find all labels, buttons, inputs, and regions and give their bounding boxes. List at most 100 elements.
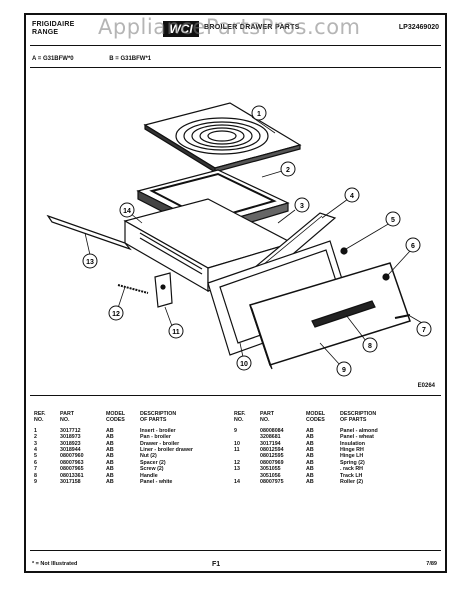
header-rule — [30, 45, 441, 46]
cell-code: AB — [106, 453, 114, 460]
cell-code: AB — [306, 453, 314, 460]
callout-4: 4 — [344, 187, 360, 203]
svg-text:1: 1 — [257, 111, 261, 118]
cell-code: AB — [306, 427, 314, 434]
watermark: AppliancePartsPros.com — [98, 15, 361, 39]
footer-rule — [30, 550, 441, 551]
table-rule — [30, 395, 441, 396]
cell-code: AB — [106, 447, 114, 454]
variant-a: A = G31BFW*0 — [32, 56, 74, 62]
cell-ref: 5 — [34, 453, 37, 460]
callout-1: 1 — [251, 105, 267, 121]
svg-text:7: 7 — [422, 327, 426, 334]
callout-9: 9 — [336, 361, 352, 377]
callout-13: 13 — [82, 253, 98, 269]
cell-part: 08007975 — [260, 479, 284, 486]
cell-code: AB — [106, 466, 114, 473]
cell-desc: Handle — [140, 472, 158, 479]
cell-desc: Screw (2) — [140, 466, 164, 473]
cell-part: 3017158 — [60, 479, 81, 486]
cell-code: AB — [106, 434, 114, 441]
cell-desc: Nut (2) — [140, 453, 157, 460]
cell-part: 3018923 — [60, 440, 81, 447]
rack-rail — [46, 214, 132, 251]
cell-ref: 12 — [234, 459, 240, 466]
cell-ref: 11 — [234, 447, 240, 454]
callout-8: 8 — [362, 337, 378, 353]
cell-ref: 10 — [234, 440, 240, 447]
cell-desc: Spring (2) — [340, 459, 365, 466]
cell-code: AB — [106, 427, 114, 434]
cell-desc: Hinge RH — [340, 447, 364, 454]
svg-text:2: 2 — [286, 167, 290, 174]
cell-code: AB — [306, 479, 314, 486]
callout-3: 3 — [294, 197, 310, 213]
diagram-svg: 1 2 3 4 5 6 7 8 9 10 11 12 13 14 — [46, 102, 432, 377]
cell-desc: Panel - wheat — [340, 434, 374, 441]
cell-ref: 6 — [34, 459, 37, 466]
svg-text:4: 4 — [350, 193, 354, 200]
cell-ref: 2 — [34, 434, 37, 441]
cell-desc: Panel - white — [140, 479, 173, 486]
model-variants: A = G31BFW*0 B = G31BFW*1 — [32, 56, 185, 62]
callout-14: 14 — [119, 202, 135, 218]
svg-text:14: 14 — [123, 208, 131, 215]
table-row: 8 08013361 AB Handle — [32, 473, 195, 479]
cell-part: 08008084 — [260, 427, 284, 434]
cell-code: AB — [106, 459, 114, 466]
svg-text:12: 12 — [112, 311, 120, 318]
broiler-insert — [143, 102, 302, 169]
svg-text:8: 8 — [368, 343, 372, 350]
cell-part: 3208681 — [260, 434, 281, 441]
svg-text:10: 10 — [240, 361, 248, 368]
cell-code: AB — [106, 472, 114, 479]
nut — [382, 273, 390, 281]
cell-part: 08007963 — [60, 459, 84, 466]
variant-b: B = G31BFW*1 — [109, 56, 152, 62]
wci-logo: WCI — [163, 21, 199, 37]
cell-code: AB — [306, 434, 314, 441]
cell-part: 08012595 — [260, 453, 284, 460]
variants-rule — [30, 67, 441, 68]
cell-code: AB — [106, 440, 114, 447]
callout-12: 12 — [108, 305, 124, 321]
svg-text:11: 11 — [172, 329, 180, 336]
brand-name: FRIGIDAIRE — [32, 21, 75, 28]
cell-desc: Insert - broiler — [140, 427, 176, 434]
footnote: * = Not Illustrated — [32, 561, 78, 567]
exploded-diagram: 1 2 3 4 5 6 7 8 9 10 11 12 13 14 — [30, 73, 443, 381]
spring — [117, 284, 149, 294]
svg-text:6: 6 — [411, 243, 415, 250]
callout-10: 10 — [236, 355, 252, 371]
cell-desc: Insulation — [340, 440, 366, 447]
svg-text:5: 5 — [391, 217, 395, 224]
cell-desc: Track LH — [340, 472, 363, 479]
parts-sheet: FRIGIDAIRE RANGE WCI BROILER DRAWER PART… — [24, 13, 447, 573]
cell-code: AB — [306, 440, 314, 447]
cell-part: 3017712 — [60, 427, 81, 434]
cell-ref: 1 — [34, 427, 37, 434]
section-title: BROILER DRAWER PARTS — [204, 24, 300, 31]
cell-part: 08013361 — [60, 472, 84, 479]
cell-part: 08007965 — [60, 466, 84, 473]
cell-desc: Roller (2) — [340, 479, 363, 486]
model-number: LP32469020 — [398, 24, 439, 31]
table-row: 1 3017712 AB Insert - broiler — [32, 428, 195, 434]
cell-part: 08007969 — [260, 459, 284, 466]
panel-handle — [311, 300, 376, 328]
cell-desc: Spacer (2) — [140, 459, 166, 466]
cell-ref: 8 — [34, 472, 37, 479]
table-row: 3208681 AB Panel - wheat — [232, 434, 380, 440]
